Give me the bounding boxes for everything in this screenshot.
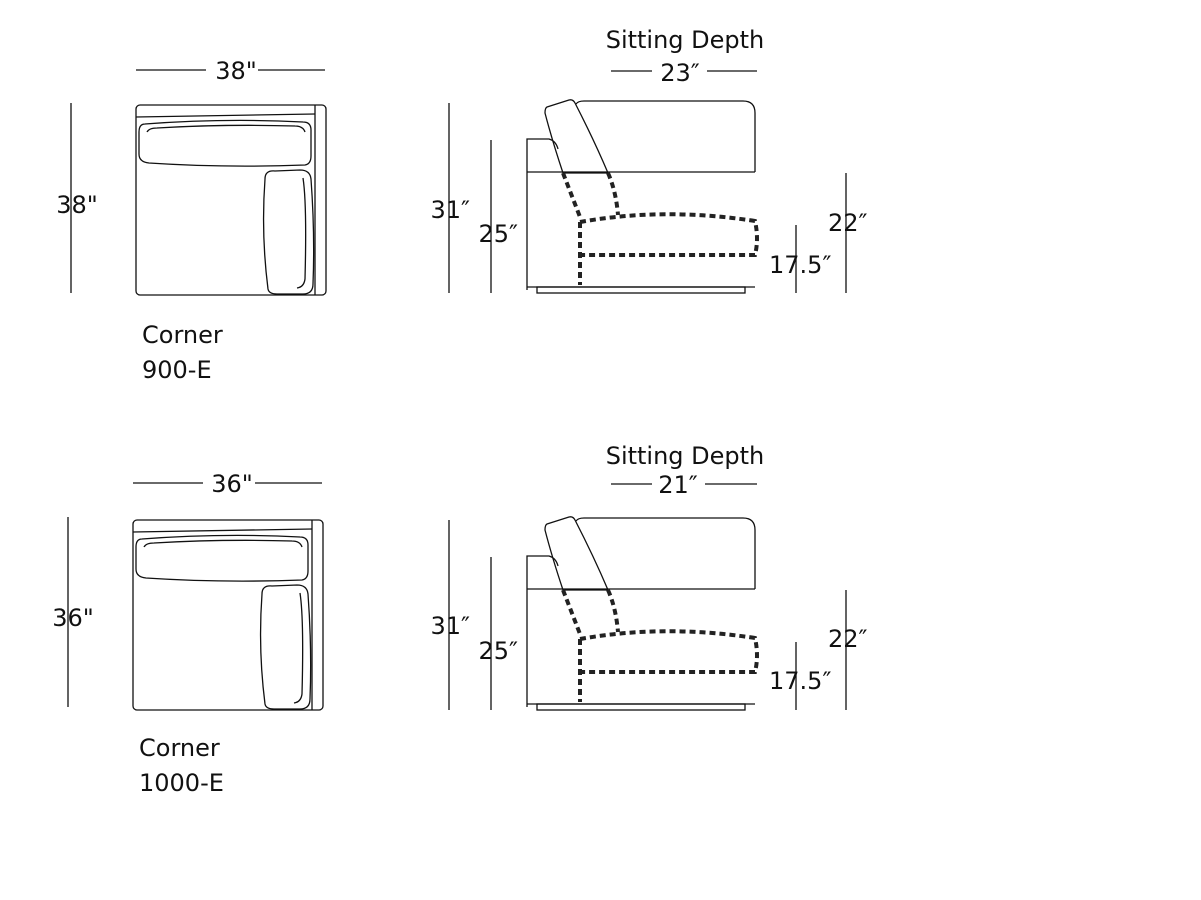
item-name: Corner: [139, 734, 220, 762]
plan-view-drawing: [133, 520, 323, 710]
seat-height-label: 17.5″: [769, 667, 831, 695]
seat-top-height-label: 22″: [828, 209, 868, 237]
back-height-label: 31″: [430, 612, 470, 640]
item-model: 1000-E: [139, 769, 224, 797]
plan-width-label: 38": [215, 57, 257, 85]
sitting-depth-value: 21″: [658, 471, 698, 499]
side-view-drawing: [527, 517, 757, 710]
plan-depth-label: 38": [56, 191, 98, 219]
sitting-depth-title: Sitting Depth: [606, 442, 765, 470]
plan-depth-label: 36": [52, 604, 94, 632]
sitting-depth-title: Sitting Depth: [606, 26, 765, 54]
plan-width-label: 36": [211, 470, 253, 498]
arm-height-label: 25″: [478, 220, 518, 248]
item-900-e: 38" 38" Corner 900-E Sitting Depth 23″ 3…: [56, 26, 867, 384]
item-name: Corner: [142, 321, 223, 349]
seat-top-height-label: 22″: [828, 625, 868, 653]
item-model: 900-E: [142, 356, 212, 384]
sitting-depth-value: 23″: [660, 59, 700, 87]
arm-height-label: 25″: [478, 637, 518, 665]
back-height-label: 31″: [430, 196, 470, 224]
plan-view-drawing: [136, 105, 326, 295]
seat-height-label: 17.5″: [769, 251, 831, 279]
side-view-drawing: [527, 100, 757, 293]
item-1000-e: 36" 36" Corner 1000-E Sitting Depth 21″ …: [52, 442, 867, 797]
